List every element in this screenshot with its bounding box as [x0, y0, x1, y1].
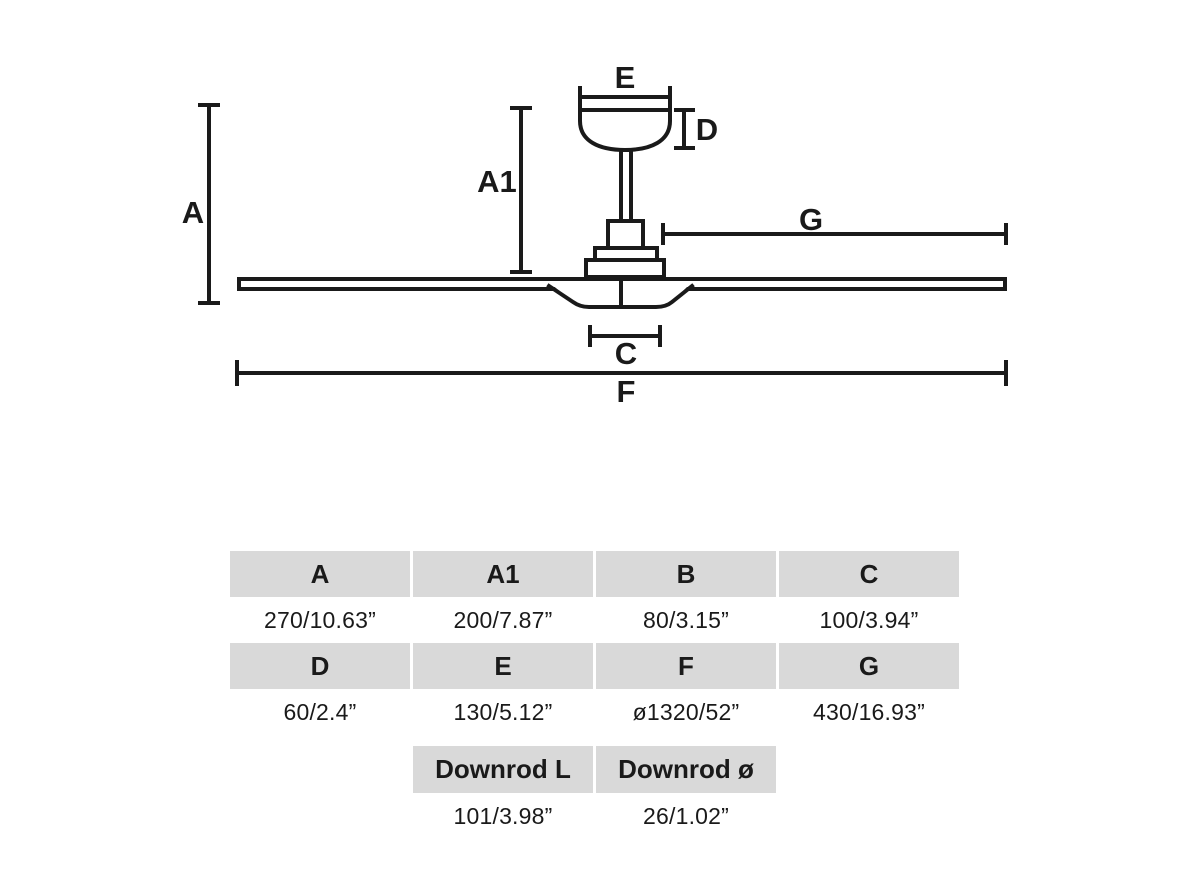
value-cell-a1: 200/7.87”: [453, 606, 553, 633]
dimension-a1: [510, 106, 532, 274]
header-cell-spacer: [230, 746, 410, 793]
value-cell-e: 130/5.12”: [453, 698, 553, 725]
label-d: D: [696, 112, 718, 147]
header-cell-f: F: [596, 643, 776, 689]
label-c: C: [615, 336, 637, 371]
header-cell-a: A: [230, 551, 410, 597]
table-row: 101/3.98” 26/1.02”: [230, 793, 959, 839]
fan-diagram: E D A1 A G C F: [182, 60, 1008, 409]
downrod: [619, 148, 633, 225]
value-cell-downrod-length: 101/3.98”: [453, 802, 553, 829]
header-cell-d: D: [230, 643, 410, 689]
dimension-g: [661, 223, 1008, 245]
dimension-a: [198, 103, 220, 305]
header-cell-e: E: [413, 643, 593, 689]
header-cell-b: B: [596, 551, 776, 597]
header-cell-g: G: [779, 643, 959, 689]
dimension-f: [235, 360, 1008, 386]
motor-housing: [584, 219, 666, 279]
header-cell-downrod-length: Downrod L: [413, 746, 593, 793]
header-cell-spacer: [779, 746, 959, 793]
value-cell-b: 80/3.15”: [643, 606, 729, 633]
value-cell-d: 60/2.4”: [283, 698, 357, 725]
value-cell-c: 100/3.94”: [819, 606, 919, 633]
label-f: F: [617, 374, 636, 409]
value-cell-spacer: [230, 793, 410, 839]
table-row: 60/2.4” 130/5.12” ø1320/52” 430/16.93”: [230, 689, 959, 735]
header-cell-c: C: [779, 551, 959, 597]
header-cell-a1: A1: [413, 551, 593, 597]
table-row: Downrod L Downrod ø: [230, 746, 959, 793]
header-cell-downrod-diameter: Downrod ø: [596, 746, 776, 793]
value-cell-downrod-diameter: 26/1.02”: [643, 802, 729, 829]
label-a1: A1: [477, 164, 517, 199]
dimension-c: [588, 325, 662, 347]
label-a: A: [182, 195, 204, 230]
table-row: 270/10.63” 200/7.87” 80/3.15” 100/3.94”: [230, 597, 959, 643]
label-g: G: [799, 202, 823, 237]
value-cell-a: 270/10.63”: [264, 606, 376, 633]
dimension-d: [674, 108, 695, 150]
value-cell-spacer: [779, 793, 959, 839]
table-row: A A1 B C: [230, 551, 959, 597]
label-e: E: [615, 60, 636, 95]
dimensions-table: A A1 B C 270/10.63” 200/7.87” 80/3.15” 1…: [230, 551, 959, 839]
value-cell-g: 430/16.93”: [813, 698, 925, 725]
value-cell-f: ø1320/52”: [632, 698, 740, 725]
table-row: D E F G: [230, 643, 959, 689]
dimension-e: [578, 86, 672, 109]
canopy: [578, 108, 672, 153]
